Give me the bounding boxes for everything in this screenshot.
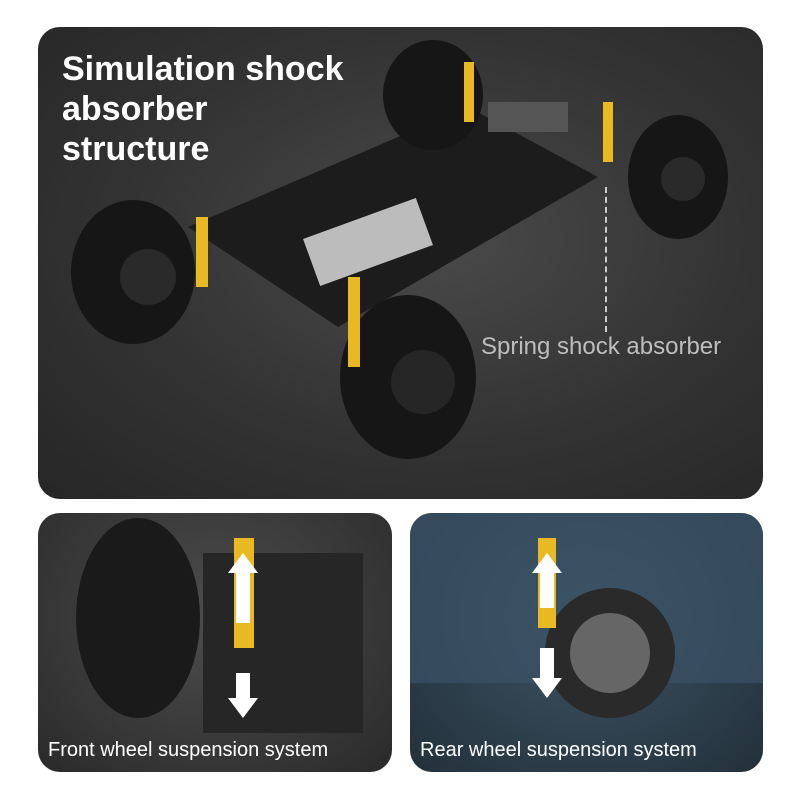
up-arrow-icon [228, 553, 258, 623]
headline-line: Simulation shock [62, 50, 344, 88]
front-suspension-illustration [76, 518, 363, 733]
callout-label: Spring shock absorber [481, 333, 722, 360]
wheel-front-left [71, 200, 195, 344]
wheel-rear-left [383, 40, 483, 150]
front-suspension-panel: Front wheel suspension system [38, 513, 392, 772]
headline-line: structure [62, 130, 210, 168]
down-arrow-icon [532, 648, 562, 698]
wheel-front-right [340, 295, 476, 459]
chassis-illustration [71, 40, 728, 459]
headline: Simulation shock absorber structure [62, 49, 344, 169]
rear-caption: Rear wheel suspension system [420, 739, 697, 761]
down-arrow-icon [228, 673, 258, 718]
up-arrow-icon [532, 553, 562, 608]
headline-line: absorber [62, 90, 208, 128]
rear-suspension-illustration [410, 513, 763, 718]
rear-suspension-panel: Rear wheel suspension system [410, 513, 763, 772]
callout-leader-line [605, 187, 607, 332]
front-caption: Front wheel suspension system [48, 739, 329, 761]
hero-panel: Simulation shock absorber structure Spri… [38, 27, 763, 499]
wheel-rear-right [628, 115, 728, 239]
